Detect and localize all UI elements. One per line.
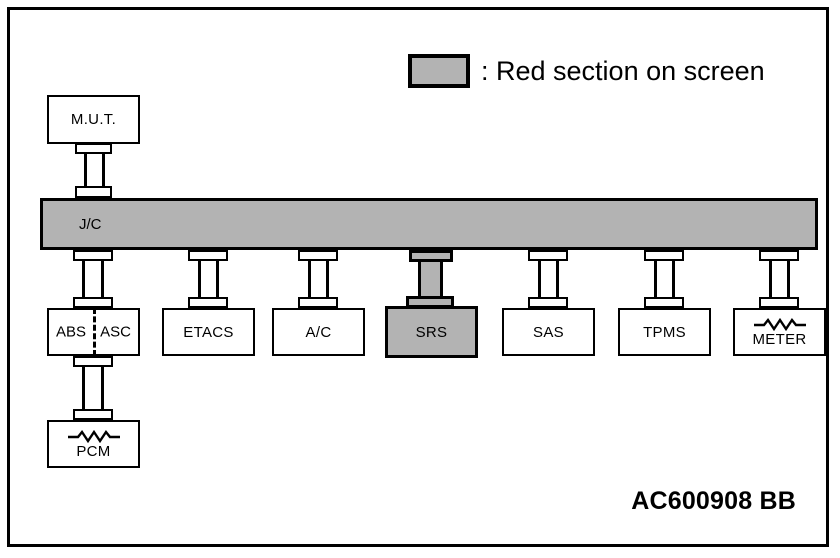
- wire-jc-sas-left: [538, 261, 541, 297]
- node-etacs-label: ETACS: [183, 323, 234, 341]
- node-srs[interactable]: SRS: [385, 306, 478, 358]
- connector-tab-jc-bottom-meter: [759, 250, 799, 261]
- document-code: AC600908 BB: [631, 487, 796, 515]
- node-pcm[interactable]: PCM: [47, 420, 140, 468]
- legend-swatch-red-section: [408, 54, 470, 88]
- connector-tab-sas-top: [528, 297, 568, 308]
- connector-tab-jc-top-mut: [75, 186, 112, 198]
- wire-jc-tpms-left: [654, 261, 657, 297]
- abs-asc-divider: [93, 308, 96, 356]
- wire-jc-ac-right: [326, 261, 329, 297]
- connector-tab-tpms-top: [644, 297, 684, 308]
- node-ac[interactable]: A/C: [272, 308, 365, 356]
- node-abs-label: ABS: [56, 323, 87, 341]
- wire-jc-etacs-right: [216, 261, 219, 297]
- wire-jc-abs-asc-right: [101, 261, 104, 297]
- node-jc-label: J/C: [79, 216, 102, 233]
- node-abs-asc[interactable]: ABS ASC: [47, 308, 140, 356]
- node-asc-label: ASC: [100, 323, 131, 341]
- wire-jc-sas-right: [556, 261, 559, 297]
- wire-jc-meter-right: [787, 261, 790, 297]
- connector-tab-abs-asc-bottom: [73, 356, 113, 367]
- node-sas-label: SAS: [533, 323, 564, 341]
- connector-tab-abs-asc-top: [73, 297, 113, 308]
- node-srs-label: SRS: [415, 323, 448, 341]
- connector-tab-jc-bottom-tpms: [644, 250, 684, 261]
- connector-tab-etacs-top: [188, 297, 228, 308]
- wire-mut-jc-right: [102, 154, 105, 186]
- wire-abs-asc-pcm-left: [82, 367, 85, 409]
- terminator-resistor-icon: [66, 429, 122, 448]
- connector-tab-ac-top: [298, 297, 338, 308]
- node-ac-label: A/C: [305, 323, 332, 341]
- wire-jc-tpms-right: [672, 261, 675, 297]
- node-jc-bus[interactable]: J/C: [40, 198, 818, 250]
- diagram-frame: : Red section on screen M.U.T. J/C: [7, 7, 829, 547]
- connector-tab-jc-bottom-sas: [528, 250, 568, 261]
- connector-tab-jc-bottom-etacs: [188, 250, 228, 261]
- wire-jc-ac-left: [308, 261, 311, 297]
- node-mut[interactable]: M.U.T.: [47, 95, 140, 144]
- wire-abs-asc-pcm-right: [101, 367, 104, 409]
- connector-tab-meter-top: [759, 297, 799, 308]
- wire-jc-meter-left: [769, 261, 772, 297]
- node-meter-label: METER: [752, 331, 807, 348]
- connector-tab-mut-bottom: [75, 143, 112, 154]
- terminator-resistor-icon: [752, 317, 808, 336]
- connector-tab-jc-bottom-abs-asc: [73, 250, 113, 261]
- node-pcm-label: PCM: [76, 443, 111, 460]
- legend: : Red section on screen: [408, 54, 765, 88]
- wire-mut-jc-left: [84, 154, 87, 186]
- legend-label: : Red section on screen: [481, 55, 765, 86]
- node-meter[interactable]: METER: [733, 308, 826, 356]
- wire-jc-abs-asc-left: [82, 261, 85, 297]
- node-sas[interactable]: SAS: [502, 308, 595, 356]
- wire-jc-srs: [418, 262, 443, 297]
- wire-jc-etacs-left: [198, 261, 201, 297]
- node-mut-label: M.U.T.: [70, 111, 117, 128]
- connector-tab-pcm-top: [73, 409, 113, 420]
- connector-tab-jc-bottom-srs: [409, 250, 453, 262]
- connector-tab-jc-bottom-ac: [298, 250, 338, 261]
- node-tpms-label: TPMS: [643, 323, 686, 341]
- node-tpms[interactable]: TPMS: [618, 308, 711, 356]
- node-etacs[interactable]: ETACS: [162, 308, 255, 356]
